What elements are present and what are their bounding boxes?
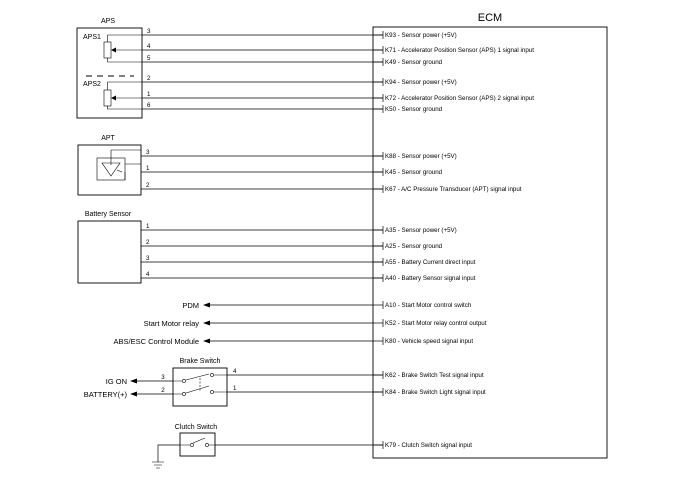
ecm-pin-label: K84 - Brake Switch Light signal input <box>385 389 486 396</box>
clutch-switch-title: Clutch Switch <box>175 424 218 431</box>
ecm-pin-row: A35 - Sensor power (+5V) 1 <box>141 223 457 234</box>
ecm-pin-row: K71 - Accelerator Position Sensor (APS) … <box>142 43 534 54</box>
aps-box <box>76 27 143 119</box>
ecm-pin-row: K45 - Sensor ground 1 <box>141 165 443 176</box>
ecm-pin-row: A10 - Start Motor control switch <box>373 301 472 309</box>
aps2-potentiometer-icon <box>103 81 142 110</box>
start-motor-relay-label: Start Motor relay <box>144 319 200 328</box>
ecm-pin-label: K52 - Start Motor relay control output <box>385 320 487 327</box>
ecm-pin-row: K79 - Clutch Switch signal input <box>215 441 472 449</box>
clutch-ground-wire <box>157 444 180 462</box>
ig-on-label: IG ON <box>106 377 127 386</box>
ecm-pin-label: A35 - Sensor power (+5V) <box>385 227 457 234</box>
ecm-pin-row: K72 - Accelerator Position Sensor (APS) … <box>142 91 534 102</box>
external-outputs: PDM Start Motor relay ABS/ESC Control Mo… <box>114 301 373 346</box>
abs-esc-arrow-icon <box>203 338 210 344</box>
ecm-pin-row: K50 - Sensor ground 6 <box>142 102 443 113</box>
aps2-label: APS2 <box>83 81 101 88</box>
ecm-pin-label: K88 - Sensor power (+5V) <box>385 153 457 160</box>
ig-on-arrow-icon <box>130 378 137 384</box>
ecm-pin-label: A25 - Sensor ground <box>385 243 443 250</box>
apt-box <box>77 144 142 196</box>
ecm-pin-row: K67 - A/C Pressure Transducer (APT) sign… <box>141 182 522 193</box>
wire-number: 2 <box>147 75 151 82</box>
ecm-pin-label: K62 - Brake Switch Test signal input <box>385 372 484 379</box>
ground-icon <box>152 461 164 469</box>
ecm-pin-row: K62 - Brake Switch Test signal input 4 <box>227 368 484 379</box>
ecm-pin-label: K45 - Sensor ground <box>385 169 443 176</box>
ecm-pin-label: A10 - Start Motor control switch <box>385 302 472 309</box>
ecm-box <box>372 26 608 459</box>
ecm-pin-row: A25 - Sensor ground 2 <box>141 239 443 250</box>
clutch-switch-box <box>179 432 216 457</box>
wire-number: 2 <box>146 239 150 246</box>
brake-switch-contacts-icon <box>173 373 227 396</box>
ecm-pin-row: K52 - Start Motor relay control output <box>373 319 487 327</box>
ecm-pin-label: K93 - Sensor power (+5V) <box>385 32 457 39</box>
wire-number: 1 <box>146 223 150 230</box>
wire-number: 2 <box>146 182 150 189</box>
ecm-pin-label: A55 - Battery Current direct input <box>385 259 476 266</box>
brake-pin-2: 2 <box>161 387 165 394</box>
ecm-pin-row: A55 - Battery Current direct input 3 <box>141 255 476 266</box>
wire-number: 4 <box>233 368 237 375</box>
wire-number: 6 <box>147 102 151 109</box>
start-motor-relay-arrow-icon <box>203 320 210 326</box>
wire-number: 4 <box>147 43 151 50</box>
wire-number: 3 <box>146 255 150 262</box>
ecm-pin-label: K49 - Sensor ground <box>385 59 443 66</box>
wire-number: 5 <box>147 55 151 62</box>
ecm-title: ECM <box>478 12 502 24</box>
pdm-arrow-icon <box>203 302 210 308</box>
ecm-pin-label: K71 - Accelerator Position Sensor (APS) … <box>385 47 534 54</box>
brake-switch-title: Brake Switch <box>180 358 221 365</box>
ecm-pin-label: K94 - Sensor power (+5V) <box>385 79 457 86</box>
abs-esc-label: ABS/ESC Control Module <box>114 337 199 346</box>
aps1-label: APS1 <box>83 34 101 41</box>
wire-number: 1 <box>147 91 151 98</box>
ecm-pin-row: K94 - Sensor power (+5V) 2 <box>142 75 457 86</box>
battery-arrow-icon <box>130 391 137 397</box>
ecm-pin-row: K49 - Sensor ground 5 <box>142 55 443 66</box>
battery-sensor-title: Battery Sensor <box>85 211 132 218</box>
battery-label: BATTERY(+) <box>84 390 128 399</box>
ecm-pin-row: K84 - Brake Switch Light signal input 1 <box>227 385 486 396</box>
aps1-potentiometer-icon <box>103 34 142 63</box>
pdm-label: PDM <box>182 301 199 310</box>
ecm-pin-label: K72 - Accelerator Position Sensor (APS) … <box>385 95 534 102</box>
ecm-pin-row: K88 - Sensor power (+5V) 3 <box>141 149 457 160</box>
wire-number: 1 <box>146 165 150 172</box>
ecm-pin-label: A40 - Battery Sensor signal input <box>385 275 476 282</box>
pressure-transducer-icon <box>96 149 141 181</box>
ecm-pin-label: K80 - Vehicle speed signal input <box>385 338 473 345</box>
ecm-pin-label: K67 - A/C Pressure Transducer (APT) sign… <box>385 186 522 193</box>
ecm-pin-row: A40 - Battery Sensor signal input 4 <box>141 271 476 282</box>
clutch-switch-contact-icon <box>180 437 215 447</box>
wire-number: 1 <box>233 385 237 392</box>
battery-sensor-box <box>77 220 142 284</box>
wire-number: 3 <box>146 149 150 156</box>
ecm-pin-row: K80 - Vehicle speed signal input <box>373 337 473 345</box>
ecm-pin-row: K93 - Sensor power (+5V) 3 <box>142 28 457 39</box>
ecm-pin-label: K50 - Sensor ground <box>385 106 443 113</box>
ecm-pin-label: K79 - Clutch Switch signal input <box>385 442 472 449</box>
wire-number: 3 <box>147 28 151 35</box>
aps-title: APS <box>101 18 115 25</box>
apt-title: APT <box>101 135 115 142</box>
brake-pin-3: 3 <box>161 374 165 381</box>
wire-number: 4 <box>146 271 150 278</box>
